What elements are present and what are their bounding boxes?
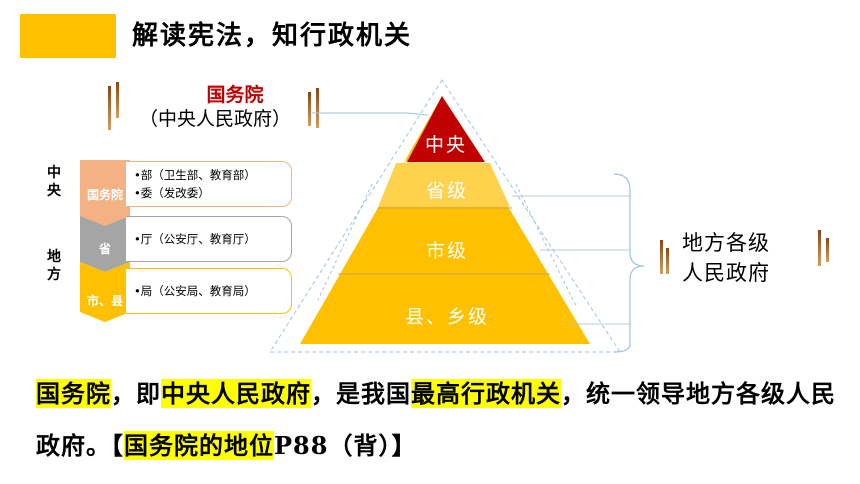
hierarchy-line: •局（公安局、教育局） <box>134 284 256 298</box>
pyramid-level-province: 省级 <box>425 180 468 202</box>
highlight-central-government: 中央人民政府 <box>161 379 311 408</box>
paragraph-text: P88（背）】 <box>274 431 417 460</box>
highlight-state-council: 国务院 <box>36 379 111 408</box>
local-label-line2: 人民政府 <box>682 261 770 285</box>
paragraph-text: ，即 <box>111 379 161 408</box>
page-title: 解读宪法，知行政机关 <box>132 21 413 51</box>
chevron-state-council <box>80 160 130 228</box>
side-label-local: 地方 <box>47 249 61 283</box>
pyramid-body <box>300 96 590 344</box>
hierarchy-box-ministries: •部（卫生部、教育部） •委（发改委） <box>126 161 292 207</box>
highlight-status: 国务院的地位 <box>124 431 274 460</box>
decor-bar-local-right <box>818 230 821 266</box>
state-council-subtitle: （中央人民政府） <box>138 108 291 130</box>
paragraph-text: ，统一领导地方各级人民政府。【 <box>36 379 836 460</box>
chevron-label-state-council: 国务院 <box>86 188 123 202</box>
decor-bar-right <box>308 92 311 126</box>
chevron-label-province: 省 <box>98 242 111 256</box>
connector-state-council <box>312 112 429 116</box>
decor-bar-left <box>108 86 111 130</box>
hierarchy-line: •部（卫生部、教育部） <box>134 168 256 182</box>
local-governments-label: 地方各级 人民政府 <box>682 228 812 288</box>
local-label-line1: 地方各级 <box>682 231 770 255</box>
state-council-name: 国务院 <box>206 84 264 106</box>
title-accent-bar <box>20 14 116 58</box>
chevron-province <box>80 216 130 272</box>
summary-paragraph: 国务院，即中央人民政府，是我国最高行政机关，统一领导地方各级人民政府。【国务院的… <box>36 368 836 472</box>
province-band <box>378 163 510 207</box>
hierarchy-line: •厅（公安厅、教育厅） <box>134 232 256 246</box>
pyramid-outline <box>269 79 621 353</box>
decor-bar-local-right-2 <box>826 238 829 262</box>
side-label-central: 中央 <box>47 165 61 199</box>
chevron-label-city-county: 市、县 <box>86 294 123 308</box>
highlight-highest-admin-organ: 最高行政机关 <box>411 379 561 408</box>
hierarchy-box-bureaus: •局（公安局、教育局） <box>126 268 292 314</box>
pyramid-top-central <box>407 96 485 162</box>
decor-bar-local-left <box>660 240 663 274</box>
hierarchy-line: •委（发改委） <box>134 186 210 200</box>
local-bracket <box>613 173 645 353</box>
pyramid-level-county-township: 县、乡级 <box>404 306 489 328</box>
decor-bar-right-2 <box>316 88 319 128</box>
guide-line <box>515 183 577 307</box>
pyramid-level-city: 市级 <box>425 240 468 262</box>
hierarchy-box-departments: •厅（公安厅、教育厅） <box>126 216 292 262</box>
decor-bar-local-left-2 <box>666 248 669 274</box>
decor-bar-left-2 <box>116 82 119 118</box>
chevron-city-county <box>80 262 130 322</box>
paragraph-text: ，是我国 <box>311 379 411 408</box>
pyramid-level-central: 中央 <box>424 134 467 156</box>
